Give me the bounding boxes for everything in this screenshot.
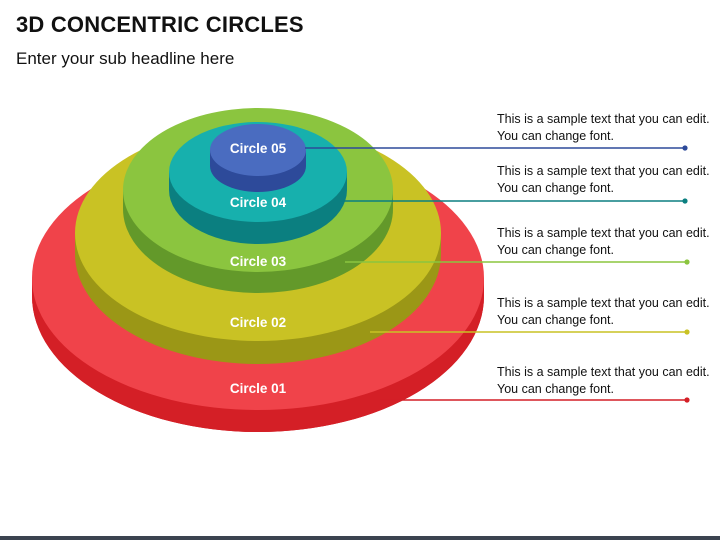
- connector-dot-02: [684, 329, 690, 335]
- circle-03-label: Circle 03: [230, 254, 287, 269]
- circle-05-description: This is a sample text that you can edit.…: [497, 112, 710, 143]
- connector-dot-05: [682, 145, 688, 151]
- circle-04-label: Circle 04: [230, 195, 287, 210]
- circle-01-label: Circle 01: [230, 381, 287, 396]
- circle-05-top: [210, 124, 306, 176]
- circle-05-label: Circle 05: [230, 141, 287, 156]
- page-subtitle: Enter your sub headline here: [16, 49, 235, 68]
- footer-bar: [0, 536, 720, 540]
- connector-dot-04: [682, 198, 688, 204]
- connector-dot-01: [684, 397, 690, 403]
- circle-04-description: This is a sample text that you can edit.…: [497, 164, 710, 195]
- circle-05: [210, 124, 306, 192]
- circle-02-description: This is a sample text that you can edit.…: [497, 296, 710, 327]
- circle-01-description: This is a sample text that you can edit.…: [497, 365, 710, 396]
- circle-02-label: Circle 02: [230, 315, 286, 330]
- circle-03-description: This is a sample text that you can edit.…: [497, 226, 710, 257]
- connector-dot-03: [684, 259, 690, 265]
- page-title: 3D CONCENTRIC CIRCLES: [16, 12, 304, 37]
- connector-lines: [305, 145, 690, 403]
